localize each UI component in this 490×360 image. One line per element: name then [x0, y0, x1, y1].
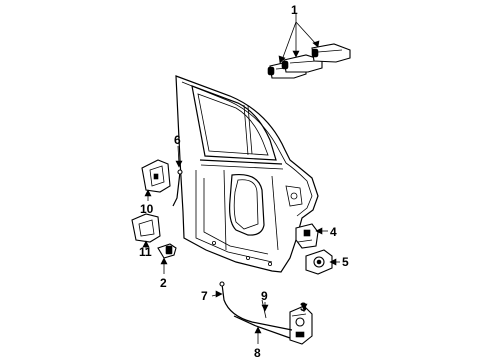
rear-door-panel	[175, 75, 319, 273]
window-motor	[305, 249, 333, 275]
callout-4: 4	[330, 225, 337, 239]
callout-6: 6	[174, 133, 181, 147]
callout-2: 2	[160, 276, 167, 290]
callout-labels: 1 6 10 11 2 4 5 3 7 9 8	[139, 3, 349, 360]
callout-10: 10	[140, 202, 154, 216]
callout-9: 9	[261, 289, 268, 303]
callout-3: 3	[300, 300, 307, 314]
callout-8: 8	[254, 346, 261, 360]
callout-5: 5	[342, 255, 349, 269]
lock-clip	[157, 243, 177, 259]
outside-handle-3	[311, 43, 351, 63]
arrowheads	[142, 40, 337, 334]
inside-handle-lower	[131, 213, 161, 243]
callout-11: 11	[139, 245, 152, 259]
lock-rod	[172, 169, 183, 207]
latch-cable	[219, 281, 293, 339]
inside-handle-upper	[141, 159, 171, 193]
callout-7: 7	[201, 289, 208, 303]
outside-handle-2	[281, 54, 323, 73]
lock-actuator	[295, 223, 319, 249]
callout-1: 1	[291, 3, 298, 17]
